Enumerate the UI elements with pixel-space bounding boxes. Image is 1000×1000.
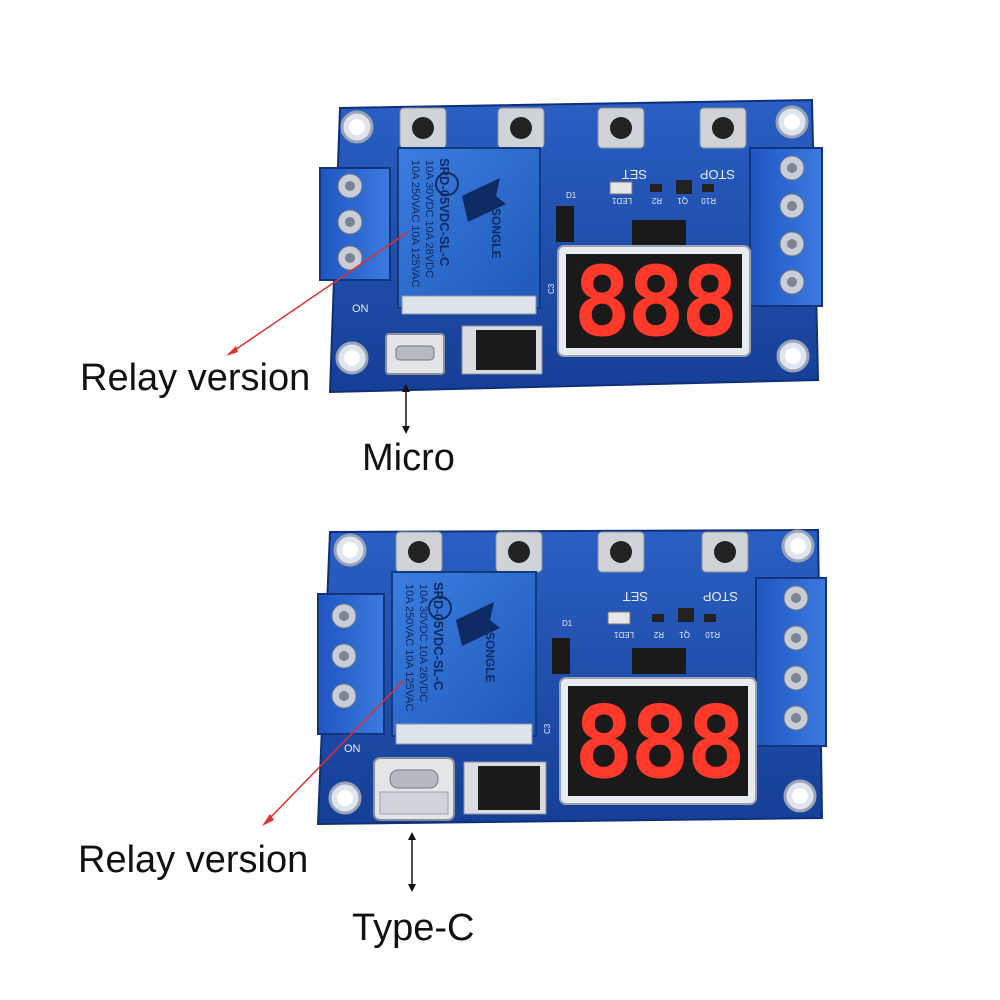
- ic-chip: [632, 220, 686, 246]
- resistor-smd-2: [704, 614, 716, 622]
- caption-relay-version: Relay version: [78, 839, 308, 881]
- silk-q1: Q1: [679, 630, 690, 639]
- silk-r10: R10: [701, 196, 716, 205]
- silk-r2: R2: [651, 196, 662, 205]
- voltage-regulator: [463, 761, 547, 815]
- red-arrow-line: [267, 679, 405, 821]
- caption-port: Type-C: [352, 907, 474, 949]
- silk-stop: STOP: [700, 167, 735, 182]
- silk-led1: LED1: [613, 630, 634, 639]
- diode-smd: [552, 638, 570, 674]
- relay-model: SRD-05VDC-SL-C: [437, 158, 452, 267]
- tactile-button-icon: [399, 107, 747, 149]
- board-micro-image: SET STOP LED1 R2 Q1 R10 D1 C3 ON 10A 250…: [80, 98, 823, 479]
- caption-port: Micro: [362, 437, 455, 479]
- resistor-smd: [650, 184, 662, 192]
- arrow-down-icon: [408, 884, 416, 892]
- led-display: 888: [559, 677, 757, 805]
- silk-q1: Q1: [677, 196, 688, 205]
- relay-line-2: 10A 30VDC 10A 28VDC: [417, 584, 429, 702]
- red-arrow-head-icon: [226, 346, 238, 356]
- silk-c3: C3: [543, 723, 552, 734]
- silk-d1: D1: [562, 619, 573, 628]
- ic-chip: [632, 648, 686, 674]
- transistor-smd: [678, 608, 694, 622]
- board-typec-image: SET STOP LED1 R2 Q1 R10 D1 C3 ON 10A 250…: [78, 528, 827, 949]
- silk-set: SET: [623, 589, 648, 604]
- silk-on: ON: [352, 303, 369, 315]
- terminal-block-left: [319, 167, 391, 281]
- display-digits: 888: [573, 246, 734, 358]
- diode-smd: [556, 206, 574, 242]
- silk-d1: D1: [566, 191, 577, 200]
- relay: 10A 250VAC 10A 125VAC 10A 30VDC 10A 28VD…: [391, 571, 537, 745]
- caption-relay-version: Relay version: [80, 357, 310, 399]
- terminal-block-right: [749, 147, 823, 307]
- silk-led1: LED1: [611, 196, 632, 205]
- transistor-smd: [676, 180, 692, 194]
- red-arrow-head-icon: [262, 814, 274, 826]
- resistor-smd: [652, 614, 664, 622]
- terminal-block-left: [317, 593, 385, 735]
- voltage-regulator: [461, 325, 543, 375]
- silk-set: SET: [622, 167, 647, 182]
- arrow-up-icon: [402, 384, 410, 392]
- led-smd: [607, 611, 631, 625]
- arrow-down-icon: [402, 426, 410, 434]
- silk-r2: R2: [653, 630, 664, 639]
- mounting-hole-icon: [328, 529, 817, 815]
- relay: 10A 250VAC 10A 125VAC 10A 30VDC 10A 28VD…: [397, 147, 541, 315]
- silk-r10: R10: [705, 630, 720, 639]
- songle-logo-icon: [456, 602, 500, 646]
- type-c-port: [373, 757, 455, 821]
- tactile-button-icon: [395, 531, 749, 573]
- terminal-block-right: [755, 577, 827, 747]
- red-arrow-line: [231, 231, 409, 353]
- display-digits: 888: [574, 684, 743, 801]
- mounting-hole-icon: [335, 105, 810, 375]
- silk-stop: STOP: [703, 589, 738, 604]
- relay-model: SRD-05VDC-SL-C: [431, 582, 446, 691]
- led-display: 888: [557, 245, 751, 358]
- resistor-smd-2: [702, 184, 714, 192]
- board-micro: SET STOP LED1 R2 Q1 R10 D1 C3 ON 10A 250…: [80, 98, 823, 479]
- relay-line-2: 10A 30VDC 10A 28VDC: [423, 160, 435, 278]
- relay-brand: SONGLE: [483, 632, 497, 683]
- board-typec: SET STOP LED1 R2 Q1 R10 D1 C3 ON 10A 250…: [0, 500, 1000, 1000]
- led-smd: [609, 181, 633, 195]
- silk-on: ON: [344, 743, 361, 755]
- relay-line-1: 10A 250VAC 10A 125VAC: [409, 160, 421, 287]
- micro-usb-port: [385, 333, 445, 375]
- relay-brand: SONGLE: [489, 208, 503, 259]
- relay-line-1: 10A 250VAC 10A 125VAC: [403, 584, 415, 711]
- arrow-up-icon: [408, 832, 416, 840]
- silk-c3: C3: [547, 283, 556, 294]
- songle-logo-icon: [462, 178, 506, 222]
